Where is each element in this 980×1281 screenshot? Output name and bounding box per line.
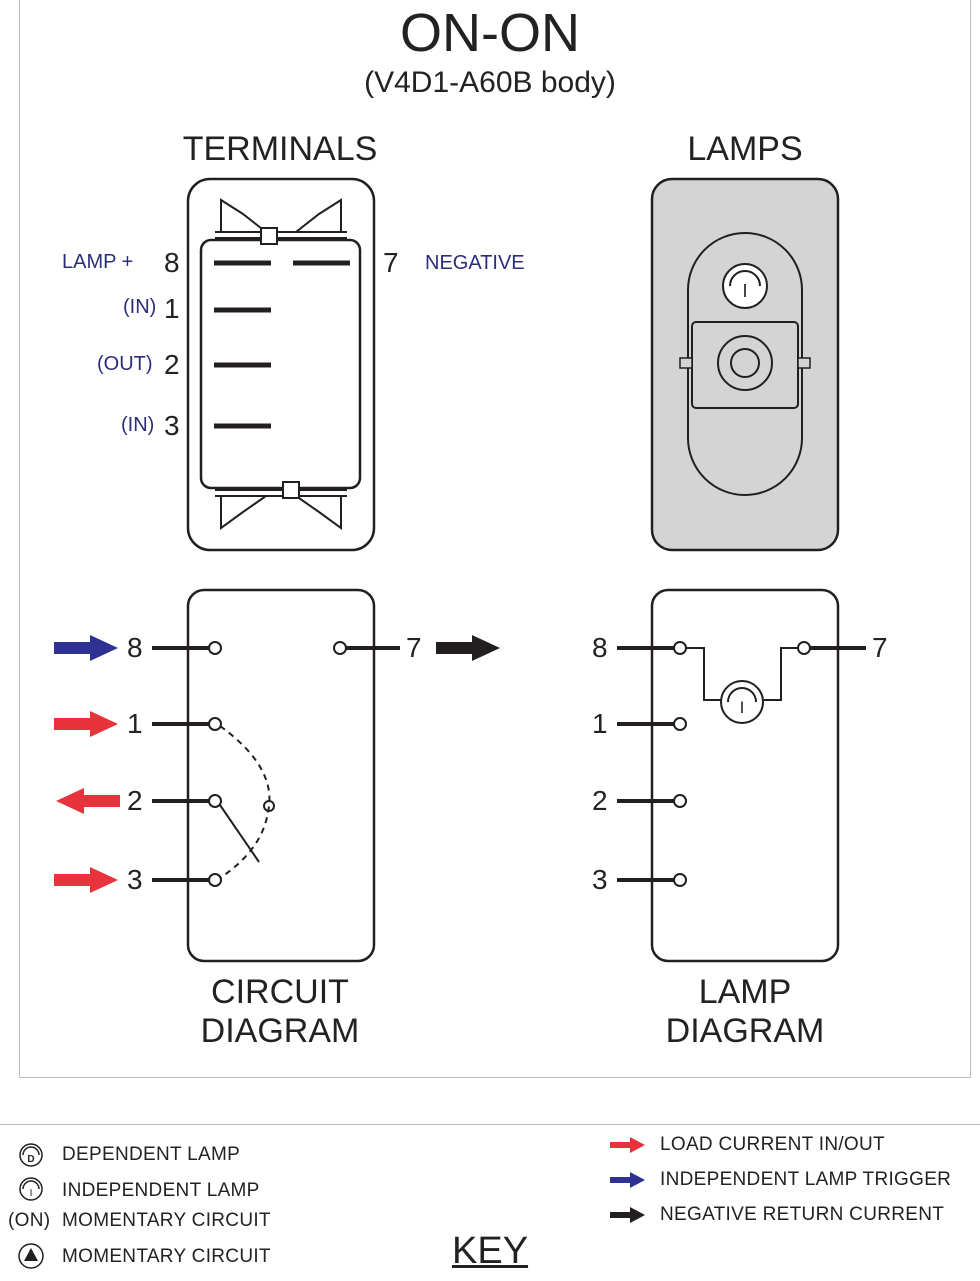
lamp-diagram-drawing: I xyxy=(617,588,866,963)
lamp-diagram-pin-7: 7 xyxy=(872,632,888,663)
terminal-number-7: 7 xyxy=(383,247,399,278)
circuit-pin-2: 2 xyxy=(127,785,143,816)
terminal-number-2: 2 xyxy=(164,349,180,380)
circuit-diagram-title-line2: DIAGRAM xyxy=(200,1012,360,1050)
key-panel xyxy=(0,1124,980,1281)
circuit-pin-3: 3 xyxy=(127,864,143,895)
key-label-lamp-trigger: INDEPENDENT LAMP TRIGGER xyxy=(660,1169,952,1190)
arrow-red-3 xyxy=(54,867,118,893)
key-heading: KEY xyxy=(452,1230,529,1272)
lamps-independent-lamp-icon: I xyxy=(722,263,768,309)
lamp-wire xyxy=(686,647,798,701)
circuit-pin-8: 8 xyxy=(127,632,143,663)
key-label-negative-return: NEGATIVE RETURN CURRENT xyxy=(660,1204,945,1225)
lamps-window xyxy=(687,232,803,496)
lamp-diagram-pin-1: 1 xyxy=(592,708,608,739)
terminals-inner-body xyxy=(199,238,362,490)
terminals-outer-body xyxy=(186,177,376,552)
key-label-momentary-triangle: MOMENTARY CIRCUIT xyxy=(62,1246,271,1267)
terminal-1-tag: (IN) xyxy=(123,296,157,318)
terminal-3-tag: (IN) xyxy=(121,414,155,436)
lamp-plus-label: LAMP + xyxy=(62,251,134,273)
lamp-diagram-pin-3: 3 xyxy=(592,864,608,895)
terminal-number-3: 3 xyxy=(164,410,180,441)
lamp-diagram-title-line1: LAMP xyxy=(698,973,792,1011)
circuit-pin-7: 7 xyxy=(406,632,422,663)
terminal-number-1: 1 xyxy=(164,293,180,324)
red-arrow-icon xyxy=(610,1137,645,1153)
lamp-diagram-body xyxy=(650,588,840,963)
key-label-momentary-on: MOMENTARY CIRCUIT xyxy=(62,1210,271,1231)
independent-lamp-icon: I xyxy=(19,1177,43,1201)
arrow-blue-8 xyxy=(54,635,118,661)
key-label-dependent-lamp: DEPENDENT LAMP xyxy=(62,1144,241,1165)
lamp-diagram-independent-lamp-icon: I xyxy=(720,680,764,724)
circuit-diagram-drawing xyxy=(54,588,500,963)
lamp-diagram-title-line2: DIAGRAM xyxy=(665,1012,825,1050)
terminals-drawing xyxy=(186,177,376,552)
lamps-heading: LAMPS xyxy=(687,130,803,168)
lamps-center-block xyxy=(691,321,799,409)
dependent-lamp-icon: D xyxy=(19,1143,43,1167)
arrow-red-1 xyxy=(54,711,118,737)
momentary-on-icon: (ON) xyxy=(8,1210,51,1231)
main-panel xyxy=(19,0,971,1078)
negative-label: NEGATIVE xyxy=(425,252,525,274)
independent-lamp-icon-letter: I xyxy=(30,1188,33,1199)
black-arrow-icon xyxy=(610,1207,645,1223)
terminal-2-tag: (OUT) xyxy=(97,353,153,375)
arrow-red-2 xyxy=(56,788,120,814)
blue-arrow-icon xyxy=(610,1172,645,1188)
triangle-momentary-icon xyxy=(18,1243,44,1269)
page-subtitle: (V4D1-A60B body) xyxy=(364,66,616,99)
lamp-diagram-pin-8: 8 xyxy=(592,632,608,663)
terminal-number-8: 8 xyxy=(164,247,180,278)
lamps-lamp-symbol: I xyxy=(742,281,747,301)
terminals-heading: TERMINALS xyxy=(182,130,378,168)
circuit-diagram-title-line1: CIRCUIT xyxy=(211,973,349,1011)
terminals-bottom-clip xyxy=(215,481,347,530)
terminals-top-clip xyxy=(215,198,347,245)
arrow-black-7 xyxy=(436,635,500,661)
circuit-body xyxy=(186,588,376,963)
switch-lever xyxy=(219,804,260,863)
key-symbols: D I xyxy=(18,1143,44,1269)
lamp-diagram-pin-2: 2 xyxy=(592,785,608,816)
key-label-independent-lamp: INDEPENDENT LAMP xyxy=(62,1180,260,1201)
dependent-lamp-icon-letter: D xyxy=(27,1154,34,1165)
key-label-load-current: LOAD CURRENT IN/OUT xyxy=(660,1134,885,1155)
lamp-diagram-lamp-symbol: I xyxy=(740,698,745,717)
key-arrows xyxy=(610,1137,645,1223)
switch-throw-arc xyxy=(219,725,271,879)
lamps-drawing: I xyxy=(650,177,840,552)
circuit-pin-1: 1 xyxy=(127,708,143,739)
page-title: ON-ON xyxy=(400,3,580,63)
terminal-bars xyxy=(214,260,350,429)
